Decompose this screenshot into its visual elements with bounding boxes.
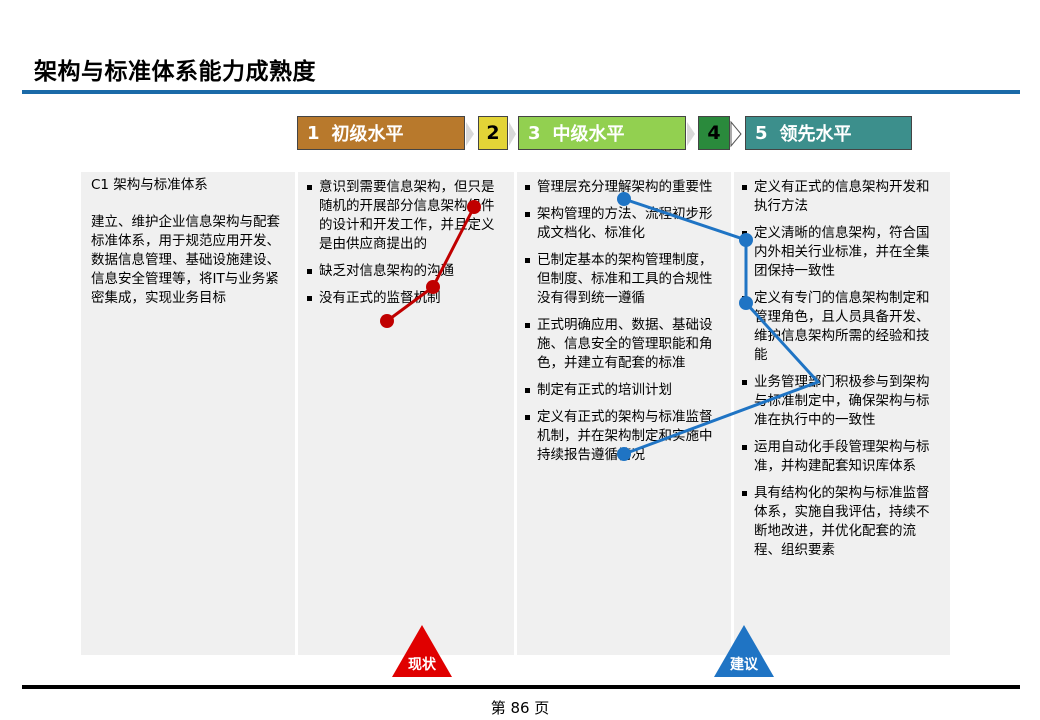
list-item: 意识到需要信息架构，但只是随机的开展部分信息架构组件的设计和开发工作，并且定义是… xyxy=(306,178,498,254)
column-intermediate-panel xyxy=(517,172,731,655)
level-3-number: 3 xyxy=(528,122,541,144)
target-state-label: 建议 xyxy=(730,657,758,673)
capability-text: 建立、维护企业信息架构与配套标准体系，用于规范应用开发、数据信息管理、基础设施建… xyxy=(91,214,280,306)
current-point-3 xyxy=(467,200,481,214)
target-state-triangle-icon xyxy=(714,625,774,677)
level-arrow-connectors xyxy=(466,120,742,148)
target-point-1 xyxy=(617,192,631,206)
column-capability-panel xyxy=(81,172,295,655)
current-state-path xyxy=(380,200,481,328)
current-state-line xyxy=(386,206,476,323)
target-state-line xyxy=(623,197,821,456)
list-item: 定义有专门的信息架构制定和管理角色，且人员具备开发、维护信息架构所需的经验和技能 xyxy=(741,289,939,365)
list-item: 制定有正式的培训计划 xyxy=(524,381,718,400)
list-item: 没有正式的监督机制 xyxy=(306,289,498,308)
level-4-box: 4 xyxy=(698,116,730,150)
target-point-2 xyxy=(739,233,753,247)
intermediate-level-list: 管理层充分理解架构的重要性 架构管理的方法、流程初步形成文档化、标准化 已制定基… xyxy=(524,178,718,473)
current-state-label: 现状 xyxy=(408,657,436,673)
list-item: 业务管理部门积极参与到架构与标准制定中，确保架构与标准在执行中的一致性 xyxy=(741,373,939,430)
level-1-label: 初级水平 xyxy=(331,124,404,145)
list-item: 管理层充分理解架构的重要性 xyxy=(524,178,718,197)
capability-heading: C1 架构与标准体系 xyxy=(91,177,208,193)
list-item: 运用自动化手段管理架构与标准，并构建配套知识库体系 xyxy=(741,438,939,476)
target-point-4 xyxy=(617,447,631,461)
current-point-1 xyxy=(380,314,394,328)
initial-level-list: 意识到需要信息架构，但只是随机的开展部分信息架构组件的设计和开发工作，并且定义是… xyxy=(306,178,498,316)
level-3-label: 中级水平 xyxy=(552,124,625,145)
level-5-label: 领先水平 xyxy=(779,124,852,145)
leading-level-list: 定义有正式的信息架构开发和执行方法 定义清晰的信息架构，符合国内外相关行业标准，… xyxy=(741,178,939,568)
chevron-4-icon xyxy=(730,120,742,148)
list-item: 缺乏对信息架构的沟通 xyxy=(306,262,498,281)
level-3-box: 3 中级水平 xyxy=(518,116,686,150)
level-4-number: 4 xyxy=(707,122,721,144)
list-item: 架构管理的方法、流程初步形成文档化、标准化 xyxy=(524,205,718,243)
level-1-number: 1 xyxy=(307,122,320,144)
target-point-3 xyxy=(739,296,753,310)
list-item: 已制定基本的架构管理制度，但制度、标准和工具的合规性没有得到统一遵循 xyxy=(524,251,718,308)
column-leading-panel xyxy=(734,172,950,655)
page-title: 架构与标准体系能力成熟度 xyxy=(34,59,316,85)
column-initial-panel xyxy=(298,172,514,655)
list-item: 定义有正式的信息架构开发和执行方法 xyxy=(741,178,939,216)
list-item: 具有结构化的架构与标准监督体系，实施自我评估，持续不断地改进，并优化配套的流程、… xyxy=(741,484,939,560)
chevron-3-icon xyxy=(687,122,695,146)
capability-description: C1 架构与标准体系 建立、维护企业信息架构与配套标准体系，用于规范应用开发、数… xyxy=(91,176,291,308)
level-5-box: 5 领先水平 xyxy=(745,116,912,150)
page-number: 第 86 页 xyxy=(490,699,550,717)
level-2-box: 2 xyxy=(478,116,508,150)
chevron-2-icon xyxy=(509,122,516,146)
current-state-triangle-icon xyxy=(392,625,452,677)
list-item: 定义清晰的信息架构，符合国内外相关行业标准，并在全集团保持一致性 xyxy=(741,224,939,281)
list-item: 正式明确应用、数据、基础设施、信息安全的管理职能和角色，并建立有配套的标准 xyxy=(524,316,718,373)
target-state-path xyxy=(617,192,821,461)
current-point-2 xyxy=(426,280,440,294)
level-1-box: 1 初级水平 xyxy=(297,116,465,150)
level-5-number: 5 xyxy=(755,122,768,144)
chevron-1-icon xyxy=(466,122,474,146)
level-2-number: 2 xyxy=(486,122,500,144)
title-underline xyxy=(22,90,1020,94)
footer-rule xyxy=(22,685,1020,689)
